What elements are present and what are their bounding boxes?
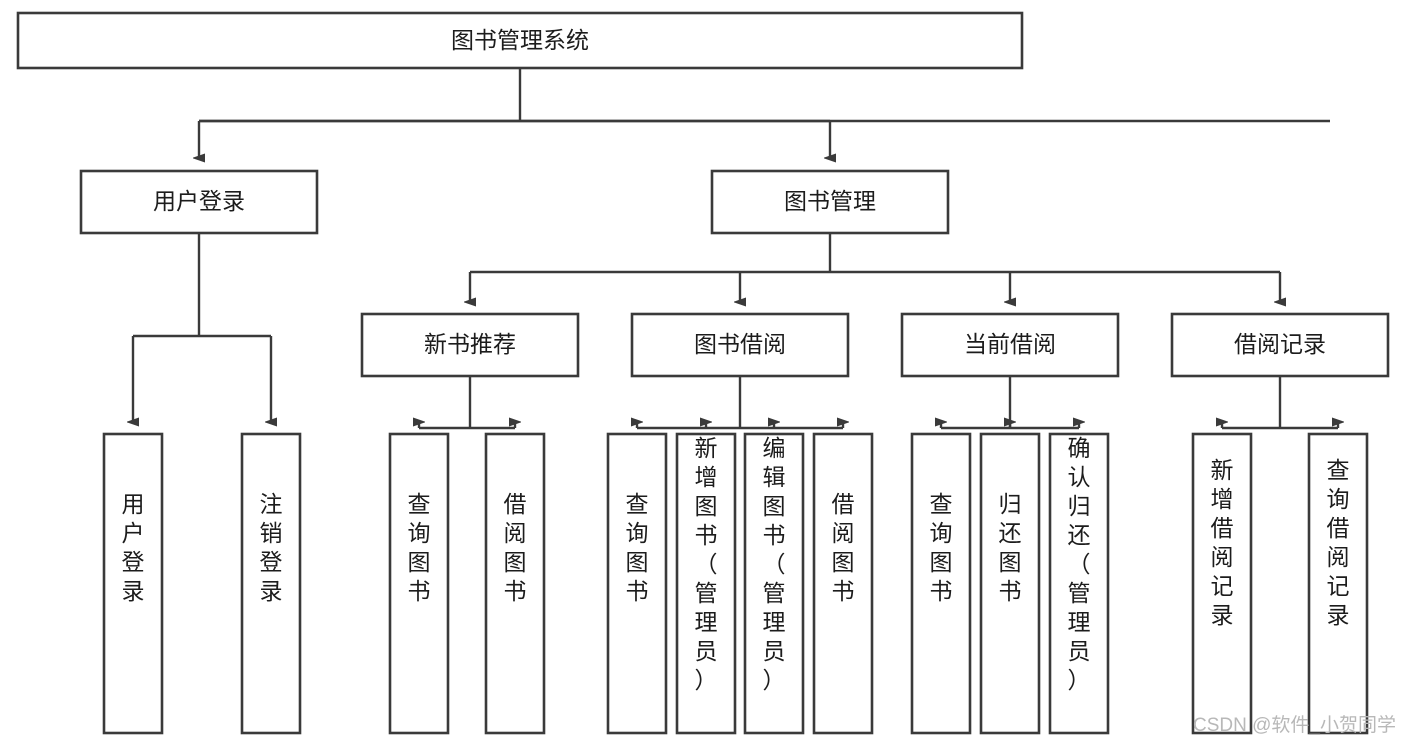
csdn-watermark: CSDN @软件_小贺同学	[1193, 714, 1396, 736]
node-leaf-confirm-return-box[interactable]	[1048, 432, 1110, 735]
node-leaf-add-book-label: 新增图书（管理员）	[695, 435, 718, 693]
node-user-login-box[interactable]	[79, 169, 319, 235]
node-leaf-query-record-label: 查询借阅记录	[1327, 457, 1350, 628]
node-leaf-edit-book[interactable]: 编辑图书（管理员）	[743, 432, 805, 735]
node-leaf-query-book-1[interactable]: 查询图书	[388, 432, 450, 735]
node-leaf-borrow-book-2-box[interactable]	[812, 432, 874, 735]
node-new-book-rec-label: 新书推荐	[424, 331, 516, 357]
node-book-manage[interactable]: 图书管理	[710, 169, 950, 235]
node-leaf-user-login[interactable]: 用户登录	[102, 432, 164, 735]
node-book-borrow[interactable]: 图书借阅	[630, 312, 850, 378]
node-leaf-logout-label: 注销登录	[260, 491, 283, 604]
node-current-borrow-label: 当前借阅	[964, 331, 1056, 357]
node-root[interactable]: 图书管理系统	[16, 11, 1024, 70]
node-leaf-query-book-2-box[interactable]	[606, 432, 668, 735]
node-leaf-add-book-box[interactable]	[675, 432, 737, 735]
node-borrow-record[interactable]: 借阅记录	[1170, 312, 1390, 378]
node-leaf-query-book-2-label: 查询图书	[626, 491, 649, 604]
node-leaf-edit-book-box[interactable]	[743, 432, 805, 735]
node-book-manage-box[interactable]	[710, 169, 950, 235]
node-leaf-query-book-3-label: 查询图书	[930, 491, 953, 604]
node-borrow-record-label: 借阅记录	[1234, 331, 1326, 357]
node-leaf-edit-book-label: 编辑图书（管理员）	[763, 435, 786, 693]
node-leaf-return-book-box[interactable]	[979, 432, 1041, 735]
node-leaf-user-login-box[interactable]	[102, 432, 164, 735]
node-current-borrow-box[interactable]	[900, 312, 1120, 378]
node-leaf-query-book-2[interactable]: 查询图书	[606, 432, 668, 735]
node-leaf-add-record[interactable]: 新增借阅记录	[1191, 432, 1253, 735]
node-leaf-add-record-box[interactable]	[1191, 432, 1253, 735]
node-leaf-borrow-book-2[interactable]: 借阅图书	[812, 432, 874, 735]
node-leaf-query-record[interactable]: 查询借阅记录	[1307, 432, 1369, 735]
node-leaf-logout[interactable]: 注销登录	[240, 432, 302, 735]
node-leaf-borrow-book-1-box[interactable]	[484, 432, 546, 735]
node-new-book-rec[interactable]: 新书推荐	[360, 312, 580, 378]
node-root-label: 图书管理系统	[451, 27, 589, 53]
node-leaf-borrow-book-2-label: 借阅图书	[832, 491, 855, 604]
node-book-manage-label: 图书管理	[784, 188, 876, 214]
connector-layer	[133, 69, 1338, 430]
node-leaf-query-book-1-box[interactable]	[388, 432, 450, 735]
node-user-login-label: 用户登录	[153, 188, 245, 214]
node-leaf-add-book[interactable]: 新增图书（管理员）	[675, 432, 737, 735]
node-leaf-confirm-return[interactable]: 确认归还（管理员）	[1048, 432, 1110, 735]
node-leaf-add-record-label: 新增借阅记录	[1211, 457, 1234, 628]
node-current-borrow[interactable]: 当前借阅	[900, 312, 1120, 378]
node-leaf-confirm-return-label: 确认归还（管理员）	[1068, 435, 1091, 693]
node-leaf-query-record-box[interactable]	[1307, 432, 1369, 735]
node-new-book-rec-box[interactable]	[360, 312, 580, 378]
node-leaf-query-book-3-box[interactable]	[910, 432, 972, 735]
node-leaf-borrow-book-1-label: 借阅图书	[504, 491, 527, 604]
node-leaf-return-book-label: 归还图书	[999, 491, 1022, 604]
node-borrow-record-box[interactable]	[1170, 312, 1390, 378]
node-leaf-query-book-1-label: 查询图书	[408, 491, 431, 604]
node-leaf-return-book[interactable]: 归还图书	[979, 432, 1041, 735]
node-leaf-borrow-book-1[interactable]: 借阅图书	[484, 432, 546, 735]
leaf-nodes-layer: 用户登录 注销登录 查询图书 借阅图书 查询图书 新增图书（管理员）	[102, 432, 1369, 735]
node-book-borrow-box[interactable]	[630, 312, 850, 378]
node-book-borrow-label: 图书借阅	[694, 331, 786, 357]
node-leaf-user-login-label: 用户登录	[122, 491, 145, 604]
node-root-box[interactable]	[16, 11, 1024, 70]
node-leaf-query-book-3[interactable]: 查询图书	[910, 432, 972, 735]
node-user-login[interactable]: 用户登录	[79, 169, 319, 235]
node-leaf-logout-box[interactable]	[240, 432, 302, 735]
